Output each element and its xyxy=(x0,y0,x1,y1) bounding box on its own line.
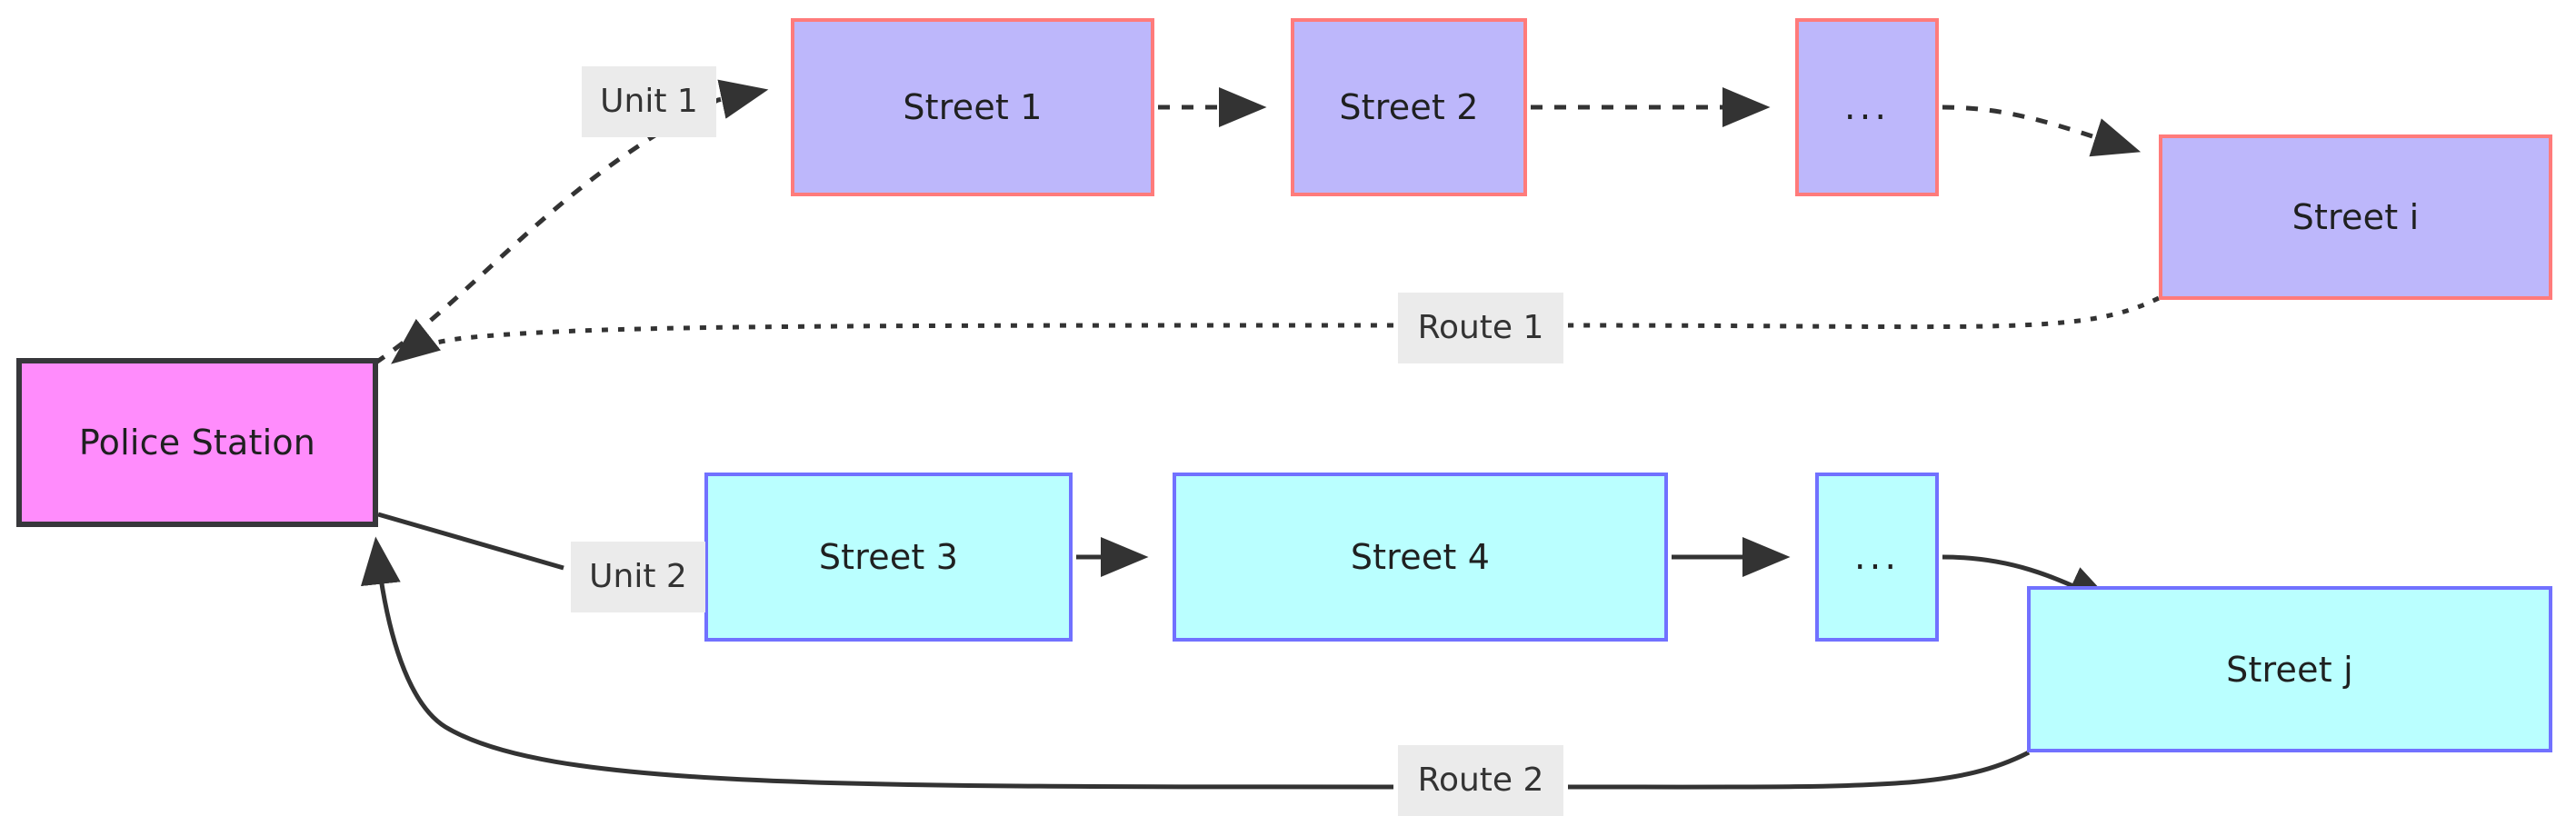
edge-label-unit-2: Unit 2 xyxy=(571,542,705,612)
node-street-2-label: Street 2 xyxy=(1339,87,1479,127)
node-street-i[interactable]: Street i xyxy=(2159,134,2552,300)
node-street-j-label: Street j xyxy=(2226,649,2353,690)
edge-label-unit-1-text: Unit 1 xyxy=(600,83,698,120)
edge-street-i-to-station xyxy=(396,295,2161,360)
node-street-j[interactable]: Street j xyxy=(2027,586,2552,752)
node-police-station[interactable]: Police Station xyxy=(16,358,378,527)
edge-label-unit-2-text: Unit 2 xyxy=(589,558,687,595)
node-street-4[interactable]: Street 4 xyxy=(1173,473,1668,642)
node-street-1-label: Street 1 xyxy=(903,87,1043,127)
node-street-1[interactable]: Street 1 xyxy=(791,18,1154,196)
node-street-3-label: Street 3 xyxy=(818,537,959,577)
edge-top-ellipsis-to-street-i xyxy=(1942,104,2142,157)
edge-street-j-to-station xyxy=(376,543,2031,790)
node-street-2[interactable]: Street 2 xyxy=(1291,18,1527,196)
edge-label-route-1: Route 1 xyxy=(1398,293,1563,363)
edge-station-to-street3 xyxy=(377,512,564,571)
edge-label-route-1-text: Route 1 xyxy=(1417,309,1544,346)
node-bottom-ellipsis[interactable]: ... xyxy=(1815,473,1939,642)
node-bottom-ellipsis-label: ... xyxy=(1853,536,1901,578)
node-police-station-label: Police Station xyxy=(78,423,316,463)
edge-label-route-2: Route 2 xyxy=(1398,745,1563,816)
node-top-ellipsis[interactable]: ... xyxy=(1795,18,1939,196)
node-street-3[interactable]: Street 3 xyxy=(704,473,1073,642)
edge-label-route-2-text: Route 2 xyxy=(1417,761,1544,799)
node-street-4-label: Street 4 xyxy=(1350,537,1491,577)
edge-label-unit-1: Unit 1 xyxy=(582,66,716,137)
node-street-i-label: Street i xyxy=(2291,197,2420,237)
node-top-ellipsis-label: ... xyxy=(1843,86,1891,128)
